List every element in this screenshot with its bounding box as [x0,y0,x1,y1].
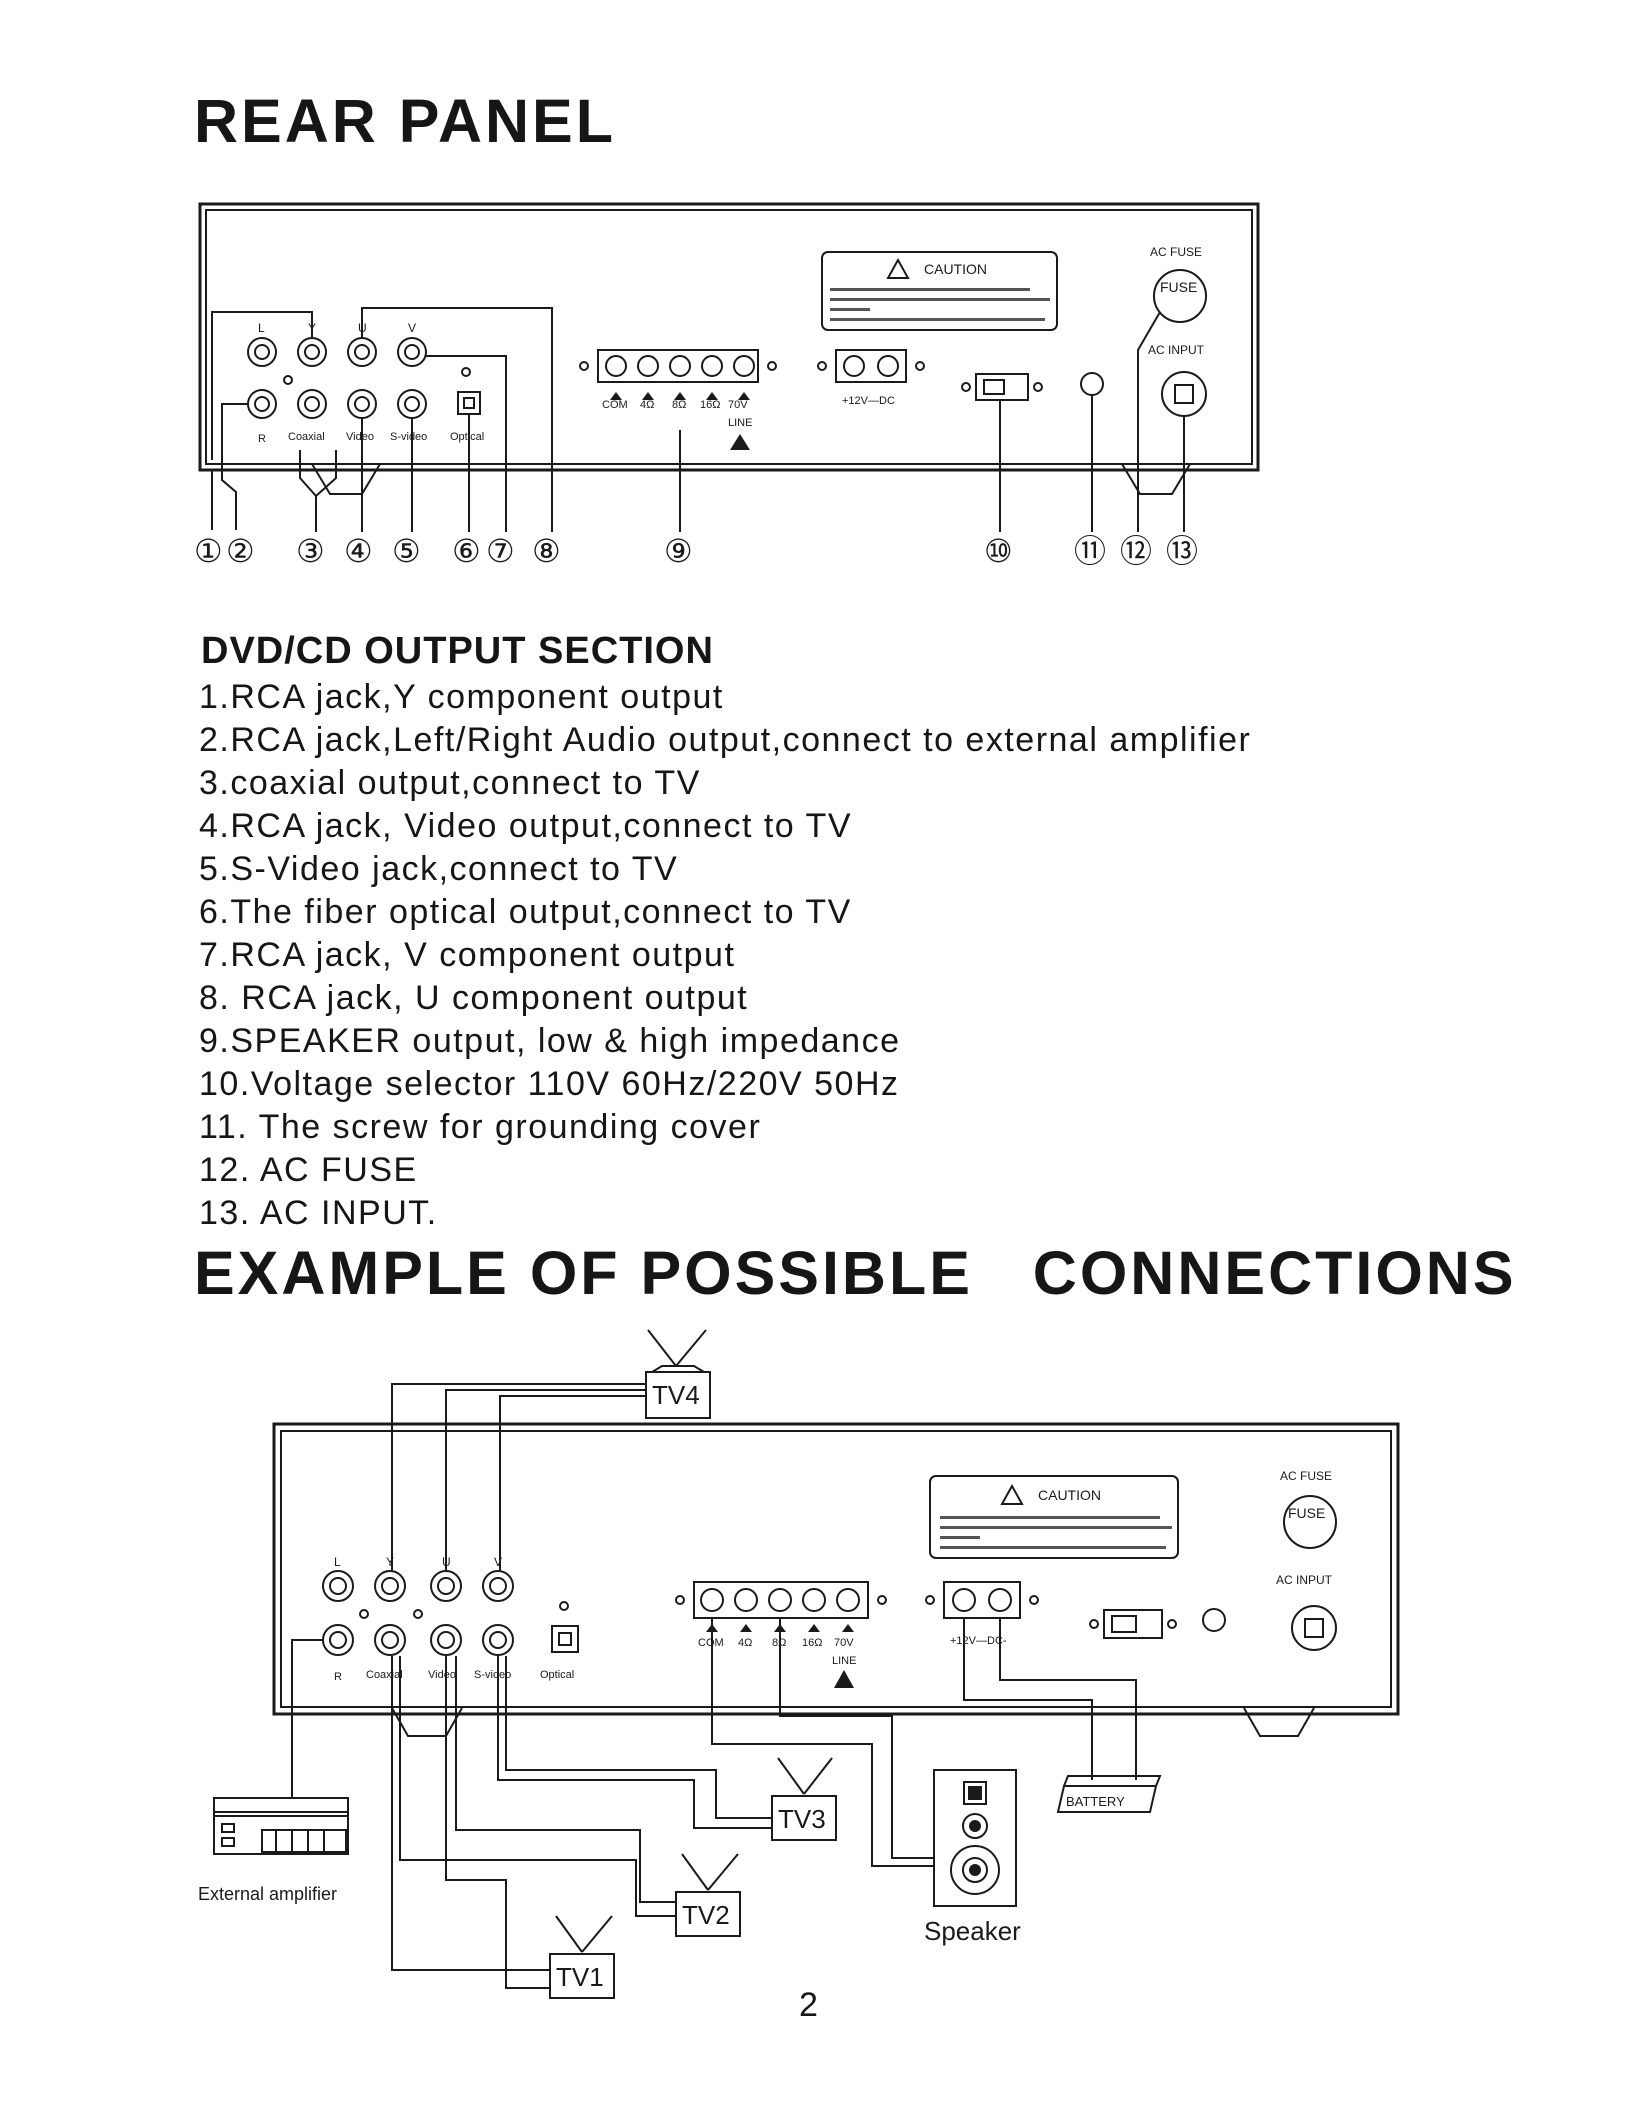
callout-12: ⑫ [1120,533,1152,569]
video-label: Video [428,1669,456,1681]
list-item: 11. The screw for grounding cover [199,1108,762,1146]
jack-u-label: U [358,321,367,335]
callout-10: ⑩ [984,533,1013,569]
list-item: 3.coaxial output,connect to TV [199,764,701,802]
dc-label: +12V—DC- [950,1635,1007,1647]
ohm16-label: 16Ω [802,1637,822,1649]
jack-l-label: L [258,321,265,335]
callout-11: ⑪ [1074,533,1106,569]
line-label: LINE [728,417,752,429]
jack-u-label: U [442,1555,451,1569]
line-label: LINE [832,1655,856,1667]
v70-label: 70V [834,1637,854,1649]
rear-panel-title: REAR PANEL [194,87,617,155]
callout-13: ⑬ [1166,533,1198,569]
page-number: 2 [799,1986,818,2024]
jack-y-label: Y [308,321,316,335]
callout-4: ④ [344,533,373,569]
s-video-label: S-video [390,431,427,443]
callout-6: ⑥ [452,533,481,569]
callout-7: ⑦ [486,533,515,569]
ohm4-label: 4Ω [640,399,654,411]
ohm4-label: 4Ω [738,1637,752,1649]
jack-v-label: V [494,1555,502,1569]
list-item: 13. AC INPUT. [199,1194,438,1232]
callout-9: ⑨ [664,533,693,569]
tv1-label: TV1 [556,1962,604,1992]
callout-5: ⑤ [392,533,421,569]
list-item: 12. AC FUSE [199,1151,418,1189]
callout-2: ② [226,533,255,569]
ohm8-label: 8Ω [672,399,686,411]
fuse-label: FUSE [1160,279,1197,295]
list-item: 10.Voltage selector 110V 60Hz/220V 50Hz [199,1065,900,1103]
jack-y-label: Y [386,1555,394,1569]
ac-fuse-label: AC FUSE [1150,245,1202,259]
list-item: 6.The fiber optical output,connect to TV [199,893,852,931]
list-item: 7.RCA jack, V component output [199,936,736,974]
optical-label: Optical [540,1669,574,1681]
coaxial-label: Coaxial [366,1669,403,1681]
coaxial-label: Coaxial [288,431,325,443]
connections-title: EXAMPLE OF POSSIBLE CONNECTIONS [194,1239,1517,1307]
external-amplifier-label: External amplifier [198,1884,337,1904]
jack-r-label: R [258,433,266,445]
list-item: 5.S-Video jack,connect to TV [199,850,679,888]
list-item: 8. RCA jack, U component output [199,979,749,1017]
section-heading: DVD/CD OUTPUT SECTION [201,630,714,672]
callout-3: ③ [296,533,325,569]
jack-l-label: L [334,1555,341,1569]
optical-label: Optical [450,431,484,443]
jack-r-label: R [334,1671,342,1683]
tv3-label: TV3 [778,1804,826,1834]
com-label: COM [698,1637,724,1649]
list-item: 4.RCA jack, Video output,connect to TV [199,807,852,845]
list-item: 9.SPEAKER output, low & high impedance [199,1022,901,1060]
ohm16-label: 16Ω [700,399,720,411]
battery-label: BATTERY [1066,1794,1125,1809]
ac-fuse-label: AC FUSE [1280,1469,1332,1483]
dc-label: +12V—DC [842,395,895,407]
ac-input-label: AC INPUT [1276,1573,1333,1587]
speaker-label: Speaker [924,1916,1021,1946]
callout-8: ⑧ [532,533,561,569]
video-label: Video [346,431,374,443]
caution-label: CAUTION [924,261,987,277]
callout-1: ① [194,533,223,569]
ac-input-label: AC INPUT [1148,343,1205,357]
caution-label: CAUTION [1038,1487,1101,1503]
v70-label: 70V [728,399,748,411]
section-list: 1.RCA jack,Y component output 2.RCA jack… [199,676,1251,1235]
s-video-label: S-video [474,1669,511,1681]
com-label: COM [602,399,628,411]
list-item: 1.RCA jack,Y component output [199,678,724,716]
tv2-label: TV2 [682,1900,730,1930]
list-item: 2.RCA jack,Left/Right Audio output,conne… [199,721,1252,759]
ohm8-label: 8Ω [772,1637,786,1649]
jack-v-label: V [408,321,416,335]
tv4-label: TV4 [652,1380,700,1410]
fuse-label: FUSE [1288,1505,1325,1521]
